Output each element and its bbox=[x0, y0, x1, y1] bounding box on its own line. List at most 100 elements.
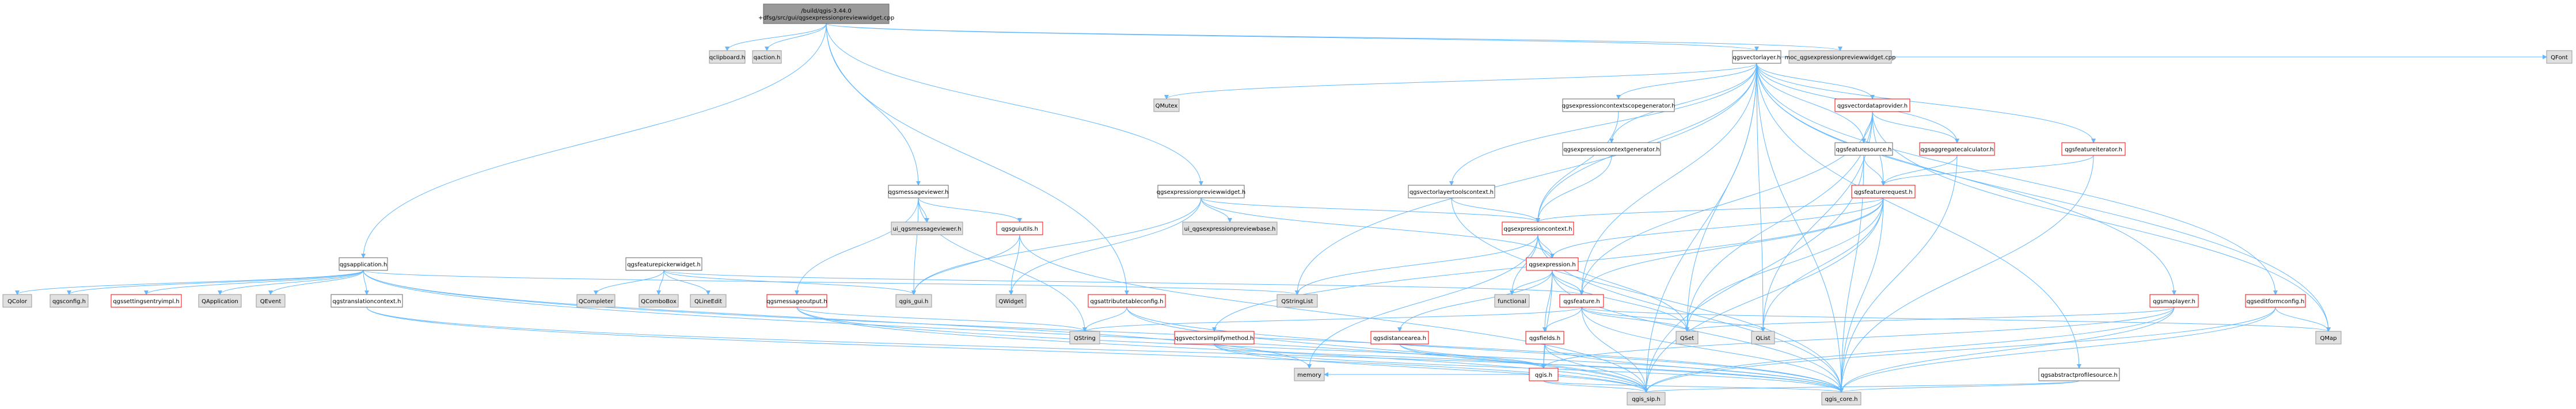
node-label-qset: QSet bbox=[1680, 335, 1694, 342]
node-box-functional bbox=[1494, 294, 1530, 308]
node-qgis_sip[interactable]: qgis_sip.h bbox=[1627, 392, 1666, 406]
node-qgis_core[interactable]: qgis_core.h bbox=[1821, 392, 1861, 406]
edge-distancearea-to-qgis bbox=[1399, 343, 1546, 369]
node-featurepicker[interactable]: qgsfeaturepickerwidget.h bbox=[625, 257, 702, 271]
node-box-qgis_gui bbox=[895, 294, 932, 308]
node-qcombobox[interactable]: QComboBox bbox=[639, 294, 679, 308]
edge-fields-to-qgis_core bbox=[1544, 343, 1844, 393]
node-qcompleter[interactable]: QCompleter bbox=[576, 294, 615, 308]
node-qgsapplication[interactable]: qgsapplication.h bbox=[339, 257, 388, 271]
node-box-qstring bbox=[1069, 331, 1100, 345]
node-expression[interactable]: qgsexpression.h bbox=[1526, 257, 1579, 271]
node-aggcalc[interactable]: qgsaggregatecalculator.h bbox=[1919, 142, 1995, 156]
node-label-ui_previewbase: ui_qgsexpressionpreviewbase.h bbox=[1184, 226, 1276, 232]
node-ctxgen[interactable]: qgsexpressioncontextgenerator.h bbox=[1562, 142, 1661, 156]
node-abstractprofile[interactable]: qgsabstractprofilesource.h bbox=[2038, 368, 2120, 381]
node-label-vltoolsctx: qgsvectorlayertoolscontext.h bbox=[1409, 189, 1494, 196]
edge-expressioncontext-to-memory bbox=[1307, 234, 1538, 369]
node-label-qmutex: QMutex bbox=[1156, 103, 1178, 109]
edge-featurerequest-to-qlist bbox=[1761, 197, 1884, 332]
edge-featurerequest-to-qgis_sip bbox=[1644, 197, 1884, 393]
edge-qgsapplication-to-qevent bbox=[268, 270, 364, 295]
edge-mapleyer-to-qgis bbox=[1541, 307, 2175, 369]
node-featurerequest[interactable]: qgsfeaturerequest.h bbox=[1851, 185, 1916, 198]
node-qlist[interactable]: QList bbox=[1751, 331, 1775, 345]
node-box-ctxgen bbox=[1562, 142, 1661, 156]
edge-expressioncontext-to-qgis_core bbox=[1537, 234, 1844, 393]
node-sentry[interactable]: qgssettingsentryimpl.h bbox=[111, 294, 182, 308]
node-qgis_gui[interactable]: qgis_gui.h bbox=[895, 294, 932, 308]
node-box-translation bbox=[330, 294, 403, 308]
edge-root-to-qgsmessageviewer bbox=[826, 23, 921, 186]
node-box-qgsconfig bbox=[50, 294, 89, 308]
node-qgsmessageviewer[interactable]: qgsmessageviewer.h bbox=[888, 185, 949, 198]
node-qmap[interactable]: QMap bbox=[2315, 331, 2342, 345]
node-vectordataprovider[interactable]: qgsvectordataprovider.h bbox=[1834, 98, 1910, 112]
node-qgsexpressionpreviewwidget_h[interactable]: qgsexpressionpreviewwidget.h bbox=[1157, 185, 1246, 198]
node-qfont[interactable]: QFont bbox=[2546, 50, 2573, 64]
edge-qgsvectorlayer-to-vltoolsctx bbox=[1449, 63, 1757, 186]
node-memory[interactable]: memory bbox=[1294, 368, 1325, 381]
node-label-qgis_sip: qgis_sip.h bbox=[1632, 396, 1661, 403]
edge-qgsapplication-to-qgis_core bbox=[363, 270, 1844, 393]
node-qgsvectorlayer[interactable]: qgsvectorlayer.h bbox=[1732, 50, 1781, 64]
node-root[interactable]: /build/qgis-3.44.0+dfsg/src/gui/qgsexpre… bbox=[758, 3, 894, 24]
node-vltoolsctx[interactable]: qgsvectorlayertoolscontext.h bbox=[1408, 185, 1495, 198]
node-qstringlist[interactable]: QStringList bbox=[1276, 294, 1318, 308]
node-qmutex[interactable]: QMutex bbox=[1153, 98, 1180, 112]
node-qclipboard[interactable]: qclipboard.h bbox=[709, 50, 746, 64]
node-fields[interactable]: qgsfields.h bbox=[1525, 331, 1564, 345]
node-label-qgis: qgis.h bbox=[1535, 372, 1552, 379]
node-featureiterator[interactable]: qgsfeatureiterator.h bbox=[2061, 142, 2126, 156]
node-qgis[interactable]: qgis.h bbox=[1529, 368, 1559, 381]
edge-vectordataprovider-to-aggcalc bbox=[1872, 111, 1959, 143]
node-box-qcolor bbox=[2, 294, 32, 308]
node-qset[interactable]: QSet bbox=[1675, 331, 1699, 345]
node-qevent[interactable]: QEvent bbox=[256, 294, 286, 308]
node-qcolor[interactable]: QColor bbox=[2, 294, 32, 308]
node-expressioncontext[interactable]: qgsexpressioncontext.h bbox=[1502, 221, 1574, 235]
node-qgsguiutils[interactable]: qgsguiutils.h bbox=[996, 221, 1043, 235]
node-label-qclipboard: qclipboard.h bbox=[709, 55, 745, 61]
node-featuresource[interactable]: qgsfeaturesource.h bbox=[1834, 142, 1893, 156]
node-qstring[interactable]: QString bbox=[1069, 331, 1100, 345]
node-ui_previewbase[interactable]: ui_qgsexpressionpreviewbase.h bbox=[1182, 221, 1278, 235]
edge-expression-to-distancearea bbox=[1397, 270, 1553, 332]
node-simplify[interactable]: qgsvectorsimplifymethod.h bbox=[1174, 331, 1255, 345]
node-qapplication[interactable]: QApplication bbox=[198, 294, 242, 308]
node-ctxscopegen[interactable]: qgsexpressioncontextscopegenerator.h bbox=[1562, 98, 1675, 112]
node-qlineedit[interactable]: QLineEdit bbox=[690, 294, 727, 308]
edge-feature-to-qlist bbox=[1581, 307, 1765, 332]
node-qaction[interactable]: qaction.h bbox=[752, 50, 782, 64]
node-label-functional: functional bbox=[1498, 299, 1526, 305]
node-label-qgis_core: qgis_core.h bbox=[1825, 396, 1858, 403]
node-functional[interactable]: functional bbox=[1494, 294, 1530, 308]
node-feature[interactable]: qgsfeature.h bbox=[1559, 294, 1604, 308]
edge-expression-to-functional bbox=[1510, 270, 1553, 295]
edge-editformconfig-to-qgis_core bbox=[1839, 307, 2276, 393]
node-ui_msgviewer[interactable]: ui_qgsmessageviewer.h bbox=[891, 221, 963, 235]
node-attrtableconfig[interactable]: qgsattributetableconfig.h bbox=[1088, 294, 1166, 308]
node-label-qcombobox: QComboBox bbox=[641, 299, 677, 305]
node-moc[interactable]: moc_qgsexpressionpreviewwidget.cpp bbox=[1785, 50, 1896, 64]
edge-expression-to-qset bbox=[1552, 270, 1689, 332]
node-label-msgoutput: qgsmessageoutput.h bbox=[766, 299, 827, 305]
node-msgoutput[interactable]: qgsmessageoutput.h bbox=[766, 294, 827, 308]
node-label-qcolor: QColor bbox=[7, 299, 28, 305]
edge-root-to-moc bbox=[826, 23, 1842, 51]
edge-aggcalc-to-featurerequest bbox=[1881, 155, 1958, 186]
node-translation[interactable]: qgstranslationcontext.h bbox=[330, 294, 403, 308]
node-editformconfig[interactable]: qgseditformconfig.h bbox=[2245, 294, 2306, 308]
node-qwidget[interactable]: QWidget bbox=[996, 294, 1027, 308]
node-distancearea[interactable]: qgsdistancearea.h bbox=[1370, 331, 1429, 345]
edge-featurerequest-to-feature bbox=[1579, 197, 1884, 295]
edge-vltoolsctx-to-expressioncontext bbox=[1451, 197, 1540, 223]
node-box-msgoutput bbox=[766, 294, 827, 308]
node-label-featuresource: qgsfeaturesource.h bbox=[1836, 147, 1892, 153]
edge-qgsapplication-to-qstringlist bbox=[363, 270, 1300, 295]
node-box-qgsapplication bbox=[339, 257, 388, 271]
node-box-ctxscopegen bbox=[1562, 98, 1675, 112]
node-qgsconfig[interactable]: qgsconfig.h bbox=[50, 294, 89, 308]
node-mapleyer[interactable]: qgsmaplayer.h bbox=[2149, 294, 2199, 308]
